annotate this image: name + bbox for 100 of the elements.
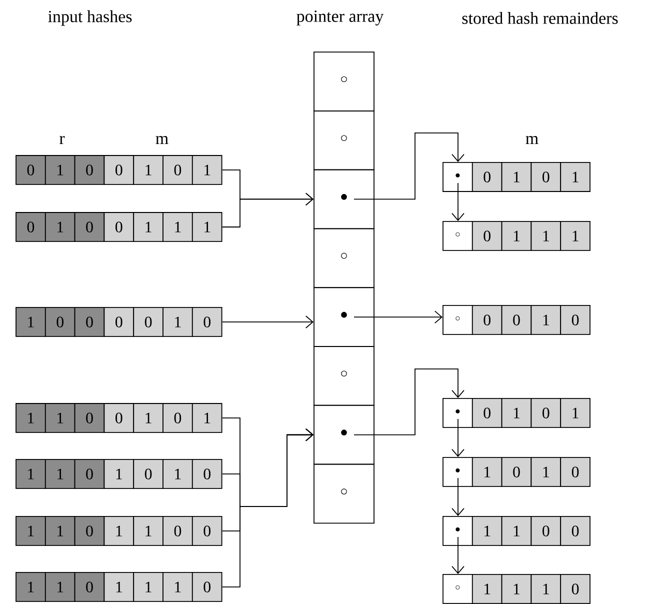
arrow (354, 132, 464, 200)
node-label: 1 (572, 172, 578, 182)
node-label: 0 (542, 526, 550, 536)
node-label: 1 (58, 222, 64, 232)
node-label: 1 (175, 582, 181, 592)
node-label: 1 (204, 164, 210, 176)
node-label: ◦ (456, 585, 460, 590)
node-label: 1 (543, 314, 549, 326)
pointer-cell: ◦ (314, 464, 374, 524)
node-label: 1 (204, 412, 210, 424)
node-label: 0 (116, 222, 122, 232)
node-label: 0 (86, 468, 93, 480)
node-label: 1 (28, 582, 34, 592)
remainder-row: ◦ 0 0 1 0 (442, 305, 590, 335)
node-label: 1 (116, 582, 122, 592)
hash-row: 1 1 0 1 1 1 0 (16, 572, 222, 602)
node-label: • (456, 409, 460, 414)
remainder-row: • 1 0 1 0 (442, 457, 590, 487)
node-label: 0 (86, 316, 93, 328)
remainder-row: • 0 1 0 1 (442, 398, 590, 428)
node-label: 0 (174, 412, 182, 424)
hash-row: 1 1 0 1 1 0 0 (16, 516, 222, 546)
node-label: 0 (542, 408, 550, 418)
node-label: 0 (86, 526, 93, 536)
node-label: 1 (58, 526, 64, 536)
pointer-cell: ◦ (314, 228, 374, 288)
node-label: 0 (174, 526, 182, 536)
node-label: 0 (204, 316, 210, 328)
node-label: 0 (513, 466, 520, 478)
node-label: 1 (58, 164, 64, 176)
node-label: 0 (204, 582, 210, 592)
column-heading: input hashes (48, 10, 132, 26)
node-label: 0 (572, 466, 579, 478)
node-label: 0 (86, 164, 93, 176)
node-label: 1 (484, 584, 490, 594)
arrow (452, 418, 464, 458)
node-label: ◦ (456, 316, 460, 320)
node-label: 0 (572, 526, 579, 536)
node-label: 0 (572, 584, 579, 594)
node-label: 1 (514, 526, 520, 536)
column-heading: stored hash remainders (462, 12, 618, 24)
node-label: 1 (514, 584, 520, 594)
node-label: 0 (174, 164, 182, 176)
pointer-cell: • (314, 169, 374, 230)
node-label: 1 (175, 468, 181, 480)
node-label: 1 (116, 526, 122, 536)
node-label: ◦ (456, 232, 460, 236)
arrow (354, 310, 443, 324)
node-label: 0 (56, 316, 64, 328)
node-label: 1 (58, 468, 64, 480)
hash-row: 1 1 0 1 0 1 0 (16, 459, 222, 489)
node-label: 1 (572, 408, 578, 418)
node-label: 1 (175, 222, 181, 232)
node-label: 1 (175, 316, 181, 328)
node-label: 1 (58, 582, 64, 592)
hash-row: 1 0 0 0 0 1 0 (16, 307, 222, 337)
column-heading: pointer array (296, 10, 384, 26)
node-label: 1 (116, 468, 122, 480)
node-label: 0 (116, 164, 122, 176)
node-label: 0 (542, 172, 550, 182)
remainder-row: ◦ 0 1 1 1 (442, 221, 590, 251)
pointer-cell: • (314, 404, 374, 465)
node-label: 1 (514, 172, 520, 182)
node-label: • (456, 173, 460, 178)
arrow (222, 316, 314, 328)
remainder-row: ◦ 1 1 1 0 (442, 574, 590, 604)
node-label: 1 (204, 222, 210, 232)
hash-row: 0 1 0 0 1 0 1 (16, 155, 222, 185)
node-label: 0 (86, 222, 93, 232)
node-label: 0 (204, 468, 210, 480)
pointer-cell: ◦ (314, 346, 374, 406)
remainder-row: • 0 1 0 1 (442, 162, 590, 192)
node-label: 1 (58, 412, 64, 424)
node-label: 1 (28, 316, 34, 328)
pointer-cell: • (314, 287, 374, 347)
arrow (452, 182, 464, 222)
node-label: 1 (28, 468, 34, 480)
node-label: 1 (28, 526, 34, 536)
arrow (222, 192, 314, 228)
remainder-row: • 1 1 0 0 (442, 516, 590, 546)
arrow (222, 428, 314, 588)
arrow (452, 536, 464, 574)
node-label: 1 (572, 230, 578, 242)
node-label: 0 (513, 314, 520, 326)
node-label: 1 (543, 466, 549, 478)
hash-row: 0 1 0 0 1 1 1 (16, 212, 222, 242)
node-label: • (456, 468, 460, 472)
node-label: 0 (27, 222, 34, 232)
arrow (452, 478, 464, 516)
node-label: 1 (543, 230, 549, 242)
node-label: 1 (514, 408, 520, 418)
hash-row: 1 1 0 0 1 0 1 (16, 403, 222, 433)
node-label: 1 (28, 412, 34, 424)
node-label: 0 (116, 412, 122, 424)
node-label: 0 (204, 526, 210, 536)
field-label: m (526, 136, 538, 144)
node-label: 0 (86, 412, 93, 424)
arrow (354, 368, 464, 436)
pointer-cell: ◦ (314, 110, 374, 170)
node-label: 1 (543, 584, 549, 594)
